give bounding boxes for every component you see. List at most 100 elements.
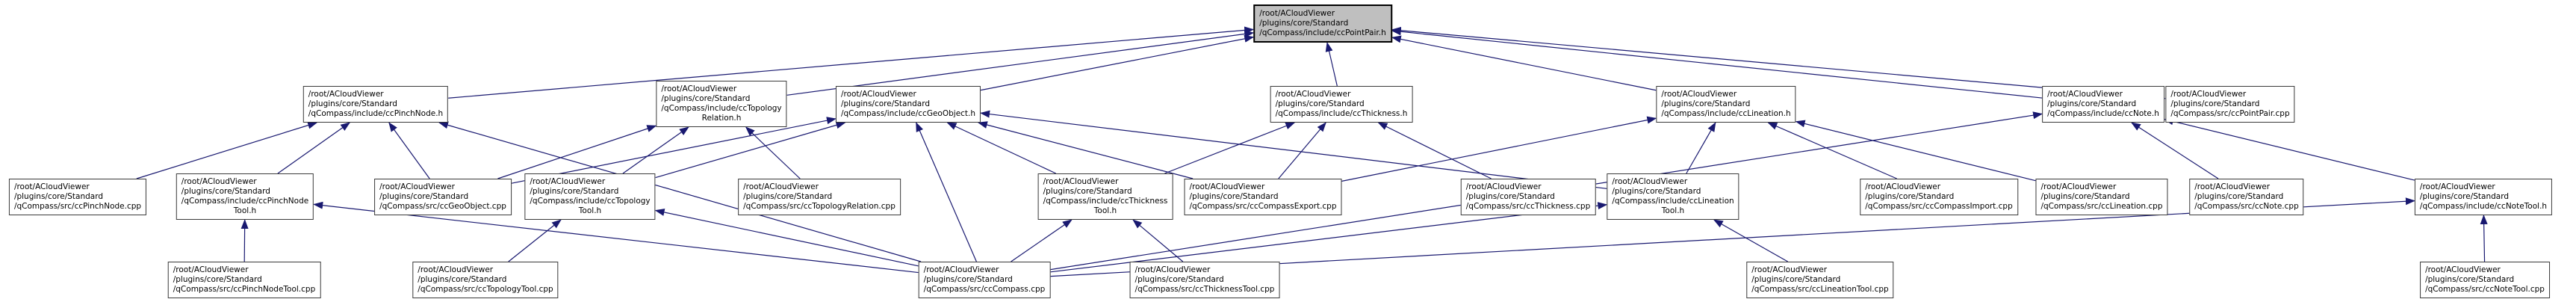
dependency-edge-ccPointPair-cpp-to-ccPointPair-h	[1391, 26, 2166, 99]
graph-node-label-line: /plugins/core/Standard	[840, 99, 931, 108]
graph-node-ccCompassImport-cpp[interactable]: /root/ACloudViewer/plugins/core/Standard…	[1860, 179, 2018, 215]
graph-node-ccPinchNode-cpp[interactable]: /root/ACloudViewer/plugins/core/Standard…	[8, 179, 147, 215]
graph-node-label-line: /plugins/core/Standard	[2047, 99, 2137, 108]
graph-node-ccThicknessTool-cpp[interactable]: /root/ACloudViewer/plugins/core/Standard…	[1129, 262, 1280, 298]
graph-node-label-line: /plugins/core/Standard	[2040, 192, 2130, 201]
graph-node-ccGeoObject-cpp[interactable]: /root/ACloudViewer/plugins/core/Standard…	[374, 179, 512, 215]
graph-node-label-line: /root/ACloudViewer	[2419, 182, 2495, 191]
graph-node-label-line: /root/ACloudViewer	[661, 84, 737, 93]
graph-node-ccPinchNodeTool-cpp[interactable]: /root/ACloudViewer/plugins/core/Standard…	[167, 262, 321, 298]
graph-node-label-line: Tool.h	[1093, 206, 1117, 215]
graph-node-label-line: /qCompass/src/ccCompass.cpp	[923, 285, 1046, 294]
dependency-edge-ccNote-cpp-to-ccNote-h	[2131, 122, 2219, 179]
dependency-edge-ccCompass-cpp-to-ccTopologyTool-h	[654, 209, 919, 267]
graph-node-label-line: /plugins/core/Standard	[2419, 192, 2510, 201]
graph-node-label-line: /plugins/core/Standard	[530, 187, 619, 196]
graph-node-label-line: /root/ACloudViewer	[840, 90, 916, 99]
graph-node-ccLineation-h[interactable]: /root/ACloudViewer/plugins/core/Standard…	[1656, 86, 1796, 123]
graph-node-label-line: /root/ACloudViewer	[1275, 90, 1351, 99]
graph-node-ccNoteTool-cpp[interactable]: /root/ACloudViewer/plugins/core/Standard…	[2420, 262, 2550, 298]
graph-node-ccThickness-h[interactable]: /root/ACloudViewer/plugins/core/Standard…	[1270, 86, 1413, 123]
graph-node-label-line: /root/ACloudViewer	[1751, 265, 1828, 274]
graph-node-ccThicknessTool-h[interactable]: /root/ACloudViewer/plugins/core/Standard…	[1037, 173, 1173, 220]
graph-node-ccPinchNode-h[interactable]: /root/ACloudViewer/plugins/core/Standard…	[302, 86, 449, 123]
dependency-edge-ccPinchNodeTool-cpp-to-ccPinchNodeTool-h	[240, 219, 249, 262]
graph-node-label-line: /root/ACloudViewer	[2170, 90, 2247, 99]
graph-node-label-line: /qCompass/include/ccThickness	[1043, 197, 1168, 206]
graph-node-label-line: /qCompass/src/ccThicknessTool.cpp	[1135, 285, 1275, 294]
dependency-edge-ccTopologyTool-h-to-ccTopologyRelation-h	[622, 126, 689, 174]
graph-node-label-line: /qCompass/include/ccNote.h	[2047, 109, 2159, 118]
graph-node-label-line: Tool.h	[578, 206, 602, 215]
graph-node-label-line: /plugins/core/Standard	[1259, 19, 1349, 28]
graph-node-label-line: /plugins/core/Standard	[379, 192, 469, 201]
graph-node-label-line: /qCompass/src/ccPinchNode.cpp	[13, 202, 142, 211]
dependency-edge-ccGeoObject-cpp-to-ccGeoObject-h	[511, 117, 837, 184]
dependency-edge-ccTopologyTool-h-to-ccGeoObject-h	[655, 121, 846, 179]
dependency-edge-ccPinchNodeTool-h-to-ccPinchNode-h	[277, 122, 351, 174]
graph-node-label-line: /plugins/core/Standard	[1661, 99, 1751, 108]
graph-node-ccGeoObject-h[interactable]: /root/ACloudViewer/plugins/core/Standard…	[835, 86, 981, 123]
graph-node-label-line: /root/ACloudViewer	[530, 177, 606, 186]
graph-node-label-line: /qCompass/include/ccTopology	[530, 197, 651, 206]
graph-node-label-line: /root/ACloudViewer	[379, 182, 455, 191]
graph-node-label-line: /root/ACloudViewer	[1465, 182, 1542, 191]
graph-node-label-line: /plugins/core/Standard	[2194, 192, 2284, 201]
graph-node-label-line: /plugins/core/Standard	[1612, 187, 1701, 196]
graph-node-label-line: Tool.h	[1661, 206, 1685, 215]
graph-node-label-line: /root/ACloudViewer	[2040, 182, 2117, 191]
dependency-edge-ccCompass-cpp-to-ccPinchNode-h	[438, 121, 922, 262]
dependency-edge-ccCompassExport-cpp-to-ccThickness-h	[1278, 122, 1326, 179]
dependency-edge-ccCompassImport-cpp-to-ccLineation-h	[1767, 122, 1897, 179]
dependency-edge-ccLineationTool-h-to-ccGeoObject-h	[980, 110, 1607, 189]
dependency-edge-ccNoteTool-cpp-to-ccNoteTool-h	[2480, 215, 2488, 262]
dependency-edge-ccLineation-cpp-to-ccLineation-h	[1795, 120, 2036, 182]
graph-node-ccNoteTool-h[interactable]: /root/ACloudViewer/plugins/core/Standard…	[2414, 179, 2553, 215]
graph-node-ccTopologyRelation-h[interactable]: /root/ACloudViewer/plugins/core/Standard…	[656, 81, 787, 127]
graph-node-label-line: /root/ACloudViewer	[1043, 177, 1119, 186]
graph-node-label-line: /qCompass/src/ccPointPair.cpp	[2170, 109, 2290, 118]
dependency-edge-ccCompass-cpp-to-ccGeoObject-h	[916, 122, 977, 262]
dependency-edge-ccCompass-cpp-to-ccLineationTool-h	[1050, 202, 1608, 273]
dependency-edge-ccThickness-cpp-to-ccThickness-h	[1377, 122, 1492, 179]
graph-node-label-line: /plugins/core/Standard	[1135, 275, 1224, 284]
graph-node-label-line: /plugins/core/Standard	[2425, 275, 2515, 284]
graph-node-ccLineationTool-cpp[interactable]: /root/ACloudViewer/plugins/core/Standard…	[1746, 262, 1894, 298]
graph-node-ccTopologyRelation-cpp[interactable]: /root/ACloudViewer/plugins/core/Standard…	[738, 179, 901, 215]
graph-node-label-line: /qCompass/src/ccTopologyTool.cpp	[418, 285, 553, 294]
graph-node-label-line: /qCompass/include/ccPinchNode	[181, 197, 309, 206]
graph-node-label-line: /root/ACloudViewer	[2194, 182, 2271, 191]
graph-node-label-line: /plugins/core/Standard	[173, 275, 262, 284]
graph-node-ccNote-cpp[interactable]: /root/ACloudViewer/plugins/core/Standard…	[2189, 179, 2304, 215]
graph-node-ccPointPair-cpp[interactable]: /root/ACloudViewer/plugins/core/Standard…	[2165, 86, 2295, 123]
graph-node-ccPinchNodeTool-h[interactable]: /root/ACloudViewer/plugins/core/Standard…	[176, 173, 314, 220]
graph-node-label-line: /plugins/core/Standard	[1275, 99, 1365, 108]
graph-node-ccLineationTool-h[interactable]: /root/ACloudViewer/plugins/core/Standard…	[1607, 173, 1739, 220]
dependency-edge-ccCompass-cpp-to-ccThicknessTool-h	[1011, 219, 1073, 262]
dependency-edge-ccPinchNode-h-to-ccPointPair-h	[448, 26, 1255, 99]
graph-node-ccTopologyTool-cpp[interactable]: /root/ACloudViewer/plugins/core/Standard…	[412, 262, 559, 298]
graph-node-label-line: /qCompass/include/ccNoteTool.h	[2419, 202, 2548, 211]
graph-node-label-line: /qCompass/include/ccPointPair.h	[1259, 28, 1386, 37]
dependency-edge-ccTopologyRelation-h-to-ccPointPair-h	[786, 30, 1255, 96]
graph-node-label-line: /qCompass/include/ccTopology	[661, 104, 782, 113]
graph-node-label-line: /plugins/core/Standard	[418, 275, 507, 284]
graph-node-label-line: /plugins/core/Standard	[743, 192, 833, 201]
dependency-edge-ccCompassExport-cpp-to-ccGeoObject-h	[977, 121, 1194, 179]
graph-node-ccTopologyTool-h[interactable]: /root/ACloudViewer/plugins/core/Standard…	[524, 173, 656, 220]
dependency-edge-ccThicknessTool-h-to-ccGeoObject-h	[946, 122, 1056, 174]
graph-node-label-line: /root/ACloudViewer	[1612, 177, 1688, 186]
graph-node-label-line: /root/ACloudViewer	[173, 265, 249, 274]
graph-node-ccLineation-cpp[interactable]: /root/ACloudViewer/plugins/core/Standard…	[2035, 179, 2168, 215]
graph-node-label-line: /plugins/core/Standard	[2170, 99, 2260, 108]
graph-node-label-line: /root/ACloudViewer	[308, 90, 384, 99]
graph-node-label-line: /root/ACloudViewer	[2425, 265, 2501, 274]
graph-node-ccCompass-cpp[interactable]: /root/ACloudViewer/plugins/core/Standard…	[918, 262, 1051, 298]
graph-node-ccNote-h[interactable]: /root/ACloudViewer/plugins/core/Standard…	[2042, 86, 2164, 123]
graph-node-label-line: /plugins/core/Standard	[308, 99, 397, 108]
graph-node-label-line: /qCompass/src/ccCompassImport.cpp	[1865, 202, 2013, 211]
graph-node-ccThickness-cpp[interactable]: /root/ACloudViewer/plugins/core/Standard…	[1460, 179, 1596, 215]
graph-node-ccCompassExport-cpp[interactable]: /root/ACloudViewer/plugins/core/Standard…	[1184, 179, 1342, 215]
graph-node-label-line: /plugins/core/Standard	[13, 192, 104, 201]
